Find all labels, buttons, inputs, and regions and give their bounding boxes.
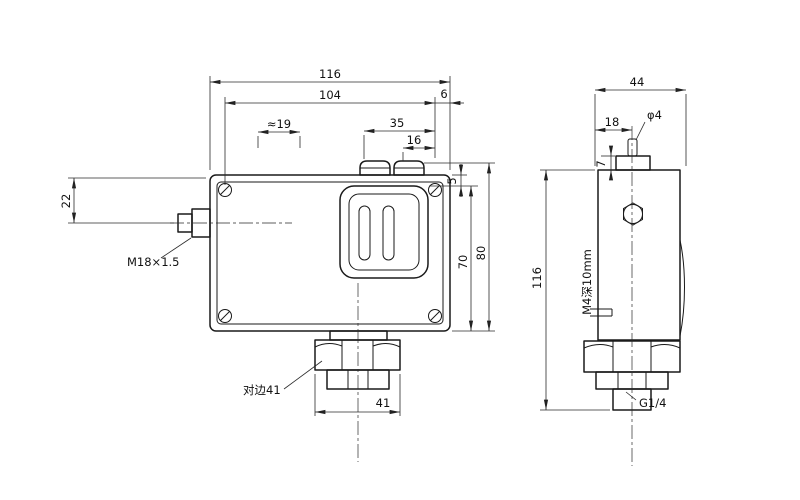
cover-slot: [358, 205, 371, 261]
front-body-outline: [209, 174, 451, 332]
dim-width-label: 116: [319, 67, 341, 81]
dim-gland-spacing-label: 35: [390, 116, 405, 130]
dim-total-height-label: 116: [530, 267, 544, 289]
hex-bolt-head: [623, 202, 643, 226]
hex-chamfer-arc: [583, 344, 614, 349]
screw-icon: [218, 309, 232, 323]
pressure-port: [170, 208, 292, 238]
cable-gland: [359, 160, 391, 176]
side-view: 44 18 φ4 7 116 M4深10mm G1/4: [530, 75, 687, 466]
pin-diameter-label: φ4: [647, 108, 662, 122]
screw-slot: [220, 311, 230, 321]
hex-outline: [623, 202, 643, 226]
cover-slot: [382, 205, 395, 261]
screw-slot: [430, 185, 440, 195]
hex-chamfer-arc: [372, 343, 401, 348]
dim-pin-offset-label: 18: [605, 115, 620, 129]
dim-nut-width-label: 41: [376, 396, 391, 410]
dim-cover-gap-label: 5: [445, 177, 459, 184]
dim-port-height-label: 22: [59, 194, 73, 209]
nut-flats-label: 对边41: [243, 383, 281, 397]
mounting-thread-label: M4深10mm: [580, 249, 594, 315]
dim-edge-offset-label: 6: [440, 87, 447, 101]
dim-cover-height-label: 70: [456, 255, 470, 270]
cover-outline: [339, 185, 429, 279]
nut-neck: [329, 330, 388, 341]
pressure-thread-label: G1/4: [639, 396, 666, 410]
front-view: 116 104 6 35 16 ≈19: [59, 67, 495, 462]
cable-glands: [359, 160, 425, 176]
leader-line: [635, 121, 646, 141]
corner-screws: [218, 183, 442, 323]
front-body-inner-line: [216, 181, 444, 325]
m4-hole-marks: [590, 308, 613, 317]
terminal-cover: [339, 185, 429, 279]
adjust-pin: [627, 138, 638, 157]
dim-hole-spacing-label: 104: [319, 88, 341, 102]
hex-chamfer-arc: [650, 344, 681, 349]
screw-icon: [428, 183, 442, 197]
screw-icon: [428, 309, 442, 323]
side-body-outline: [597, 169, 681, 341]
side-dimensions: 44 18 φ4 7 116 M4深10mm G1/4: [530, 75, 687, 411]
top-boss: [615, 155, 651, 171]
screw-slot: [430, 311, 440, 321]
hex-nut: [314, 339, 401, 371]
front-nut-assembly: [314, 283, 401, 462]
dim-port-length-label: ≈19: [267, 117, 291, 131]
dim-body-height-label: 80: [474, 246, 488, 261]
bolt-circle: [623, 204, 643, 224]
dim-boss-height-label: 7: [594, 160, 608, 167]
cable-gland: [393, 160, 425, 176]
leader-line: [283, 360, 323, 390]
cover-inner-line: [348, 193, 420, 271]
front-dimensions: 116 104 6 35 16 ≈19: [59, 67, 495, 416]
port-thread-label: M18×1.5: [127, 255, 179, 269]
dim-depth-label: 44: [630, 75, 645, 89]
hex-chamfer-arc: [314, 343, 343, 348]
leader-line: [160, 237, 192, 259]
dim-gland-pitch-label: 16: [407, 133, 422, 147]
screw-slot: [220, 185, 230, 195]
leader-line: [625, 391, 637, 401]
side-flange-curve: [679, 239, 685, 337]
